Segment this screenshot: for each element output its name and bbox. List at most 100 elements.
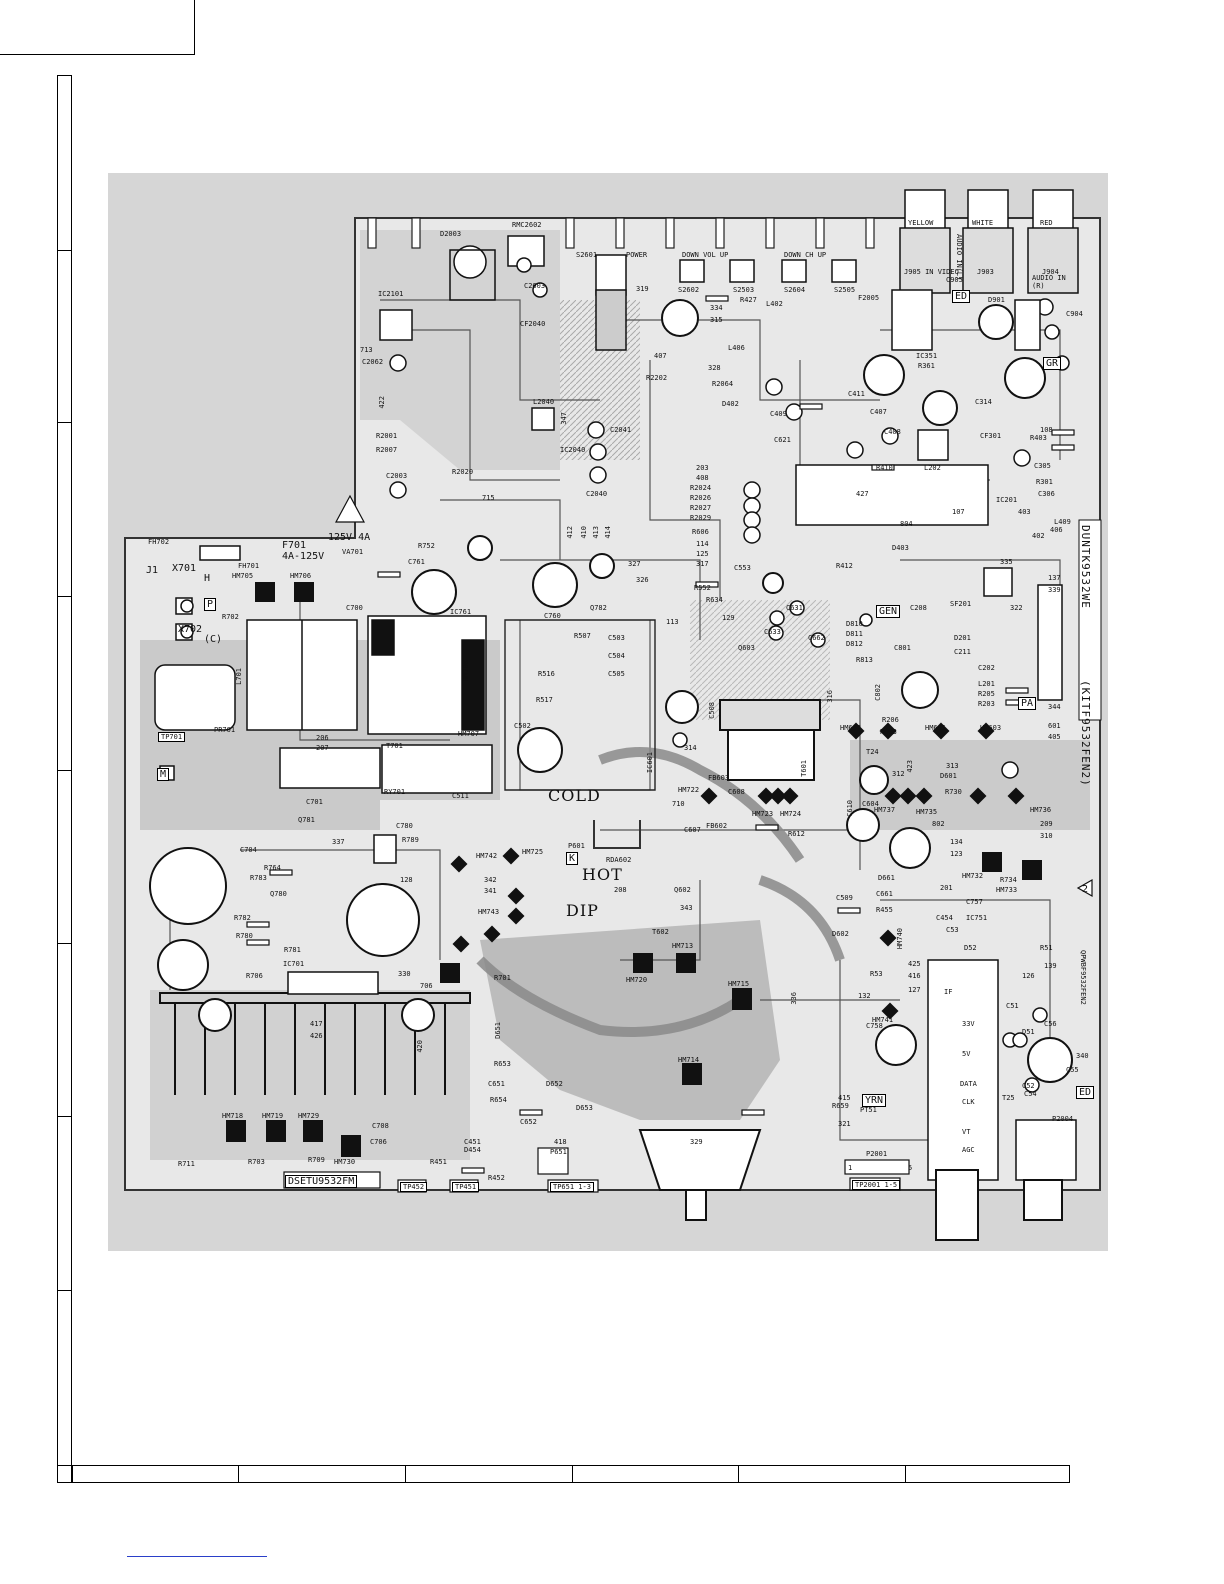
video-in-label: J905 IN VIDEO xyxy=(904,268,959,276)
ref-label: L409 xyxy=(1054,518,1071,526)
jack-red-label: RED xyxy=(1040,219,1053,227)
ref-label: X702 xyxy=(178,624,203,635)
board-code-right: DUNTK9532WE xyxy=(1079,525,1092,609)
ref-label: C758 xyxy=(866,1022,883,1030)
ref-label: R516 xyxy=(538,670,555,678)
jack-yellow-label: YELLOW xyxy=(908,219,934,227)
ref-label: D454 xyxy=(464,1146,481,1154)
tact-switches xyxy=(595,254,857,351)
ref-label: D901 xyxy=(988,296,1005,304)
ref-label: HM603 xyxy=(980,724,1002,732)
ref-label: C2603 xyxy=(524,282,546,290)
part-number: 407 xyxy=(654,352,667,360)
ref-label: R452 xyxy=(488,1174,505,1182)
ref-label: D651 xyxy=(494,1022,502,1039)
ref-label: D402 xyxy=(722,400,739,408)
part-number: 206 xyxy=(316,734,329,742)
part-number: 113 xyxy=(666,618,679,626)
ref-label: HM722 xyxy=(678,786,700,794)
ref-label: D201 xyxy=(954,634,971,642)
ref-label: HM743 xyxy=(478,908,500,916)
tuner-pin-label: VT xyxy=(962,1128,971,1136)
part-number: 114 xyxy=(696,540,709,548)
ref-label: R653 xyxy=(494,1060,511,1068)
fuse-name: F701 xyxy=(282,540,307,551)
fuse-rating: 125V 4A xyxy=(328,532,371,543)
part-number: 125 xyxy=(696,550,709,558)
part-number: 326 xyxy=(636,576,649,584)
ref-label: HM733 xyxy=(996,886,1018,894)
page-link-underline[interactable] xyxy=(127,1556,267,1557)
pa-tag: PA xyxy=(1018,697,1037,710)
electrolytic-capacitors xyxy=(149,299,1073,1083)
part-number: 330 xyxy=(398,970,411,978)
ref-label: R789 xyxy=(402,836,419,844)
board-code-right3: QPWBF9532FEN2 xyxy=(1079,950,1087,1005)
ref-label: VA701 xyxy=(342,548,364,556)
warning-triangle xyxy=(334,494,366,523)
ref-label: C761 xyxy=(408,558,425,566)
ref-label: HM715 xyxy=(728,980,750,988)
ref-label: C2062 xyxy=(362,358,384,366)
ref-label: R752 xyxy=(418,542,435,550)
tuner-pin-label: 33V xyxy=(962,1020,975,1028)
ref-label: C211 xyxy=(954,648,971,656)
ref-label: R709 xyxy=(308,1156,325,1164)
part-number: 334 xyxy=(710,304,723,312)
part-number: 601 xyxy=(1048,722,1061,730)
part-number: 804 xyxy=(900,520,913,528)
ref-label: FH701 xyxy=(238,562,260,570)
ref-label: C314 xyxy=(975,398,992,406)
ref-label: RY701 xyxy=(384,788,406,796)
tp452-label: TP452 xyxy=(400,1182,428,1192)
ref-label: R427 xyxy=(740,296,757,304)
ref-label: C407 xyxy=(870,408,887,416)
ref-label: C505 xyxy=(608,670,625,678)
part-number: 123 xyxy=(950,850,963,858)
ref-label: C55 xyxy=(1066,1066,1079,1074)
ref-label: IC701 xyxy=(283,960,305,968)
ref-label: S2503 xyxy=(733,286,755,294)
ref-label: L406 xyxy=(728,344,745,352)
rca-jacks xyxy=(899,189,1079,294)
ref-label: HM718 xyxy=(222,1112,244,1120)
part-number: 314 xyxy=(684,744,697,752)
ref-label: R455 xyxy=(876,906,893,914)
ref-label: T602 xyxy=(652,928,669,936)
ref-label: S2601 xyxy=(576,251,598,259)
part-number: 316 xyxy=(826,690,834,703)
ref-label: R711 xyxy=(178,1160,195,1168)
ref-label: R634 xyxy=(706,596,723,604)
ref-label: R659 xyxy=(832,1102,849,1110)
part-number: 207 xyxy=(316,744,329,752)
ref-label: R51 xyxy=(1040,944,1053,952)
cold-label: COLD xyxy=(548,786,601,805)
tp651-label: TP651 1-3 xyxy=(550,1182,594,1192)
tp2001-label: TP2001 1-5 xyxy=(852,1180,901,1190)
ref-label: R654 xyxy=(490,1096,507,1104)
pin-number: 5 xyxy=(908,1164,913,1172)
part-number: 329 xyxy=(690,1138,703,1146)
ref-label: R2007 xyxy=(376,446,398,454)
part-number: 403 xyxy=(1018,508,1031,516)
ref-label: T601 xyxy=(800,760,808,777)
part-number: 416 xyxy=(908,972,921,980)
j904-label: J904 xyxy=(1042,268,1059,276)
ref-label: HM742 xyxy=(476,852,498,860)
ref-label: RMC2602 xyxy=(512,221,542,229)
ref-label: C508 xyxy=(708,702,716,719)
part-number: 341 xyxy=(484,887,497,895)
ref-label: D602 xyxy=(832,930,849,938)
part-number: 410 xyxy=(580,526,588,539)
part-number: 713 xyxy=(360,346,373,354)
ref-label: R451 xyxy=(430,1158,447,1166)
tuner-pin-label: DATA xyxy=(960,1080,977,1088)
ref-label: R301 xyxy=(1036,478,1053,486)
frame-row-tick xyxy=(57,250,72,251)
ref-label: Q603 xyxy=(738,644,755,652)
ref-label: S2602 xyxy=(678,286,700,294)
part-number: 706 xyxy=(420,982,433,990)
ref-label: FB602 xyxy=(706,822,728,830)
ref-label: HM729 xyxy=(298,1112,320,1120)
frame-col-tick xyxy=(72,1465,73,1483)
